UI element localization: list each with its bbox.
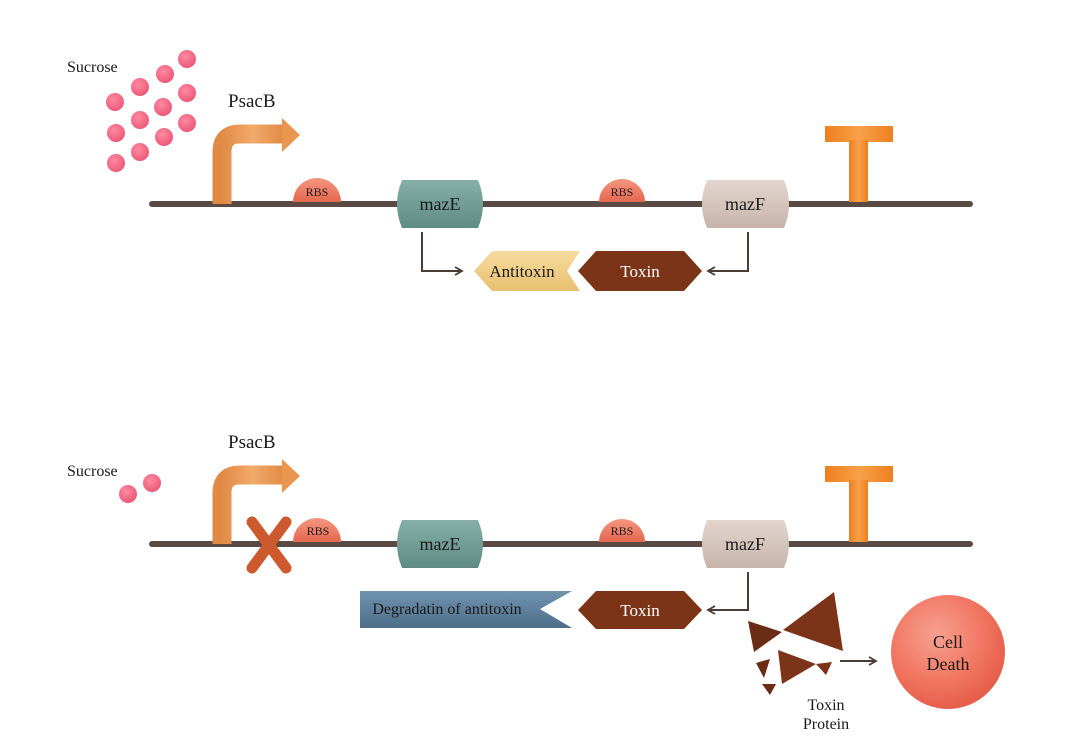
toxin-protein-label-line1: Toxin	[807, 697, 844, 714]
mazE-gene-bottom: mazE	[397, 520, 483, 568]
rbs-label: RBS	[611, 185, 634, 199]
sucrose-dot	[178, 114, 196, 132]
antitoxin-protein-top: Antitoxin	[474, 251, 580, 291]
sucrose-molecules-bottom	[119, 474, 161, 503]
sucrose-dot	[107, 124, 125, 142]
sucrose-dot	[107, 154, 125, 172]
toxin-fragments	[748, 592, 843, 695]
sucrose-label-top: Sucrose	[67, 59, 118, 76]
sucrose-molecules-top	[106, 50, 196, 172]
dead-cell: Cell Death	[891, 595, 1005, 709]
promoter-label-top: PsacB	[228, 91, 276, 112]
mazF-gene-top: mazF	[702, 180, 789, 228]
toxin-label: Toxin	[620, 601, 660, 620]
mazE-expression-arrow-top	[421, 232, 464, 276]
sucrose-dot	[131, 78, 149, 96]
rbs-1-bottom: RBS	[293, 518, 341, 542]
toxin-fragment	[762, 684, 776, 695]
rbs-2-bottom: RBS	[599, 519, 645, 542]
sucrose-dot	[143, 474, 161, 492]
mazF-expression-arrow-top	[706, 232, 749, 276]
sucrose-dot	[106, 93, 124, 111]
promoter-arrow-bottom	[212, 459, 300, 544]
mazF-gene-bottom: mazF	[702, 520, 789, 568]
mazE-gene-top: mazE	[397, 180, 483, 228]
toxin-fragment	[778, 650, 816, 684]
panel-bottom: PsacB Sucrose RBS mazE RBS	[67, 432, 1005, 733]
sucrose-dot	[131, 143, 149, 161]
mazF-label: mazF	[725, 194, 765, 214]
sucrose-dot	[119, 485, 137, 503]
degradation-label: Degradatin of antitoxin	[372, 601, 521, 618]
promoter-arrow-top	[212, 118, 300, 204]
terminator-bottom	[825, 466, 893, 542]
rbs-1-top: RBS	[293, 178, 341, 202]
toxin-label: Toxin	[620, 262, 660, 281]
toxin-fragment	[748, 621, 782, 652]
rbs-2-top: RBS	[599, 179, 645, 202]
blocked-x-icon	[246, 516, 292, 574]
sucrose-dot	[155, 128, 173, 146]
mazE-label: mazE	[420, 194, 461, 214]
toxin-fragment	[783, 592, 843, 651]
cell-death-label-line2: Death	[927, 654, 970, 674]
rbs-label: RBS	[306, 185, 329, 199]
promoter-label-bottom: PsacB	[228, 432, 276, 453]
toxin-fragment	[816, 662, 832, 675]
sucrose-dot	[154, 98, 172, 116]
sucrose-dot	[156, 65, 174, 83]
mazE-label: mazE	[420, 534, 461, 554]
mazF-expression-arrow-bottom	[706, 572, 749, 615]
toxin-fragment	[756, 659, 770, 678]
toxin-protein-bottom: Toxin	[578, 591, 702, 629]
rbs-label: RBS	[611, 524, 634, 538]
rbs-label: RBS	[307, 524, 330, 538]
toxin-protein-top: Toxin	[578, 251, 702, 291]
sucrose-dot	[178, 50, 196, 68]
mazF-label: mazF	[725, 534, 765, 554]
sucrose-label-bottom: Sucrose	[67, 463, 118, 480]
cell-death-label-line1: Cell	[933, 632, 963, 652]
panel-top: Sucrose PsacB RBS mazE	[67, 50, 973, 291]
degraded-antitoxin: Degradatin of antitoxin	[360, 591, 572, 628]
antitoxin-label: Antitoxin	[489, 262, 555, 281]
sucrose-dot	[178, 84, 196, 102]
sucrose-dot	[131, 111, 149, 129]
terminator-top	[825, 126, 893, 202]
toxin-protein-label-line2: Protein	[803, 716, 849, 733]
